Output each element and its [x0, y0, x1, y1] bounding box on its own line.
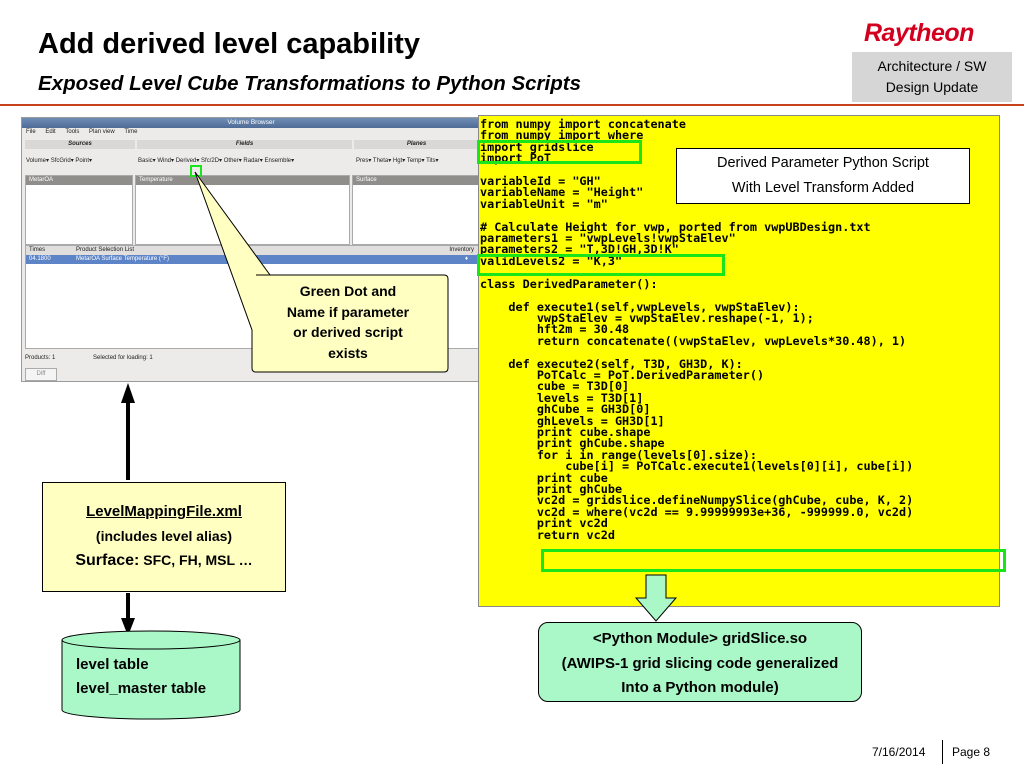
volume-browser-menubar: File Edit Tools Plan view Time [22, 129, 480, 138]
volume-browser-status: Products: 1 Selected for loading: 1 [25, 353, 479, 363]
header-divider [0, 104, 1024, 106]
diff-button[interactable]: Diff [25, 368, 57, 381]
planes-header: Planes [354, 140, 479, 149]
architecture-badge-line1: Architecture / SW [877, 58, 987, 74]
down-arrow [121, 593, 135, 636]
callout-line1: Green Dot and [299, 283, 397, 299]
product-column-header: Product Selection List [76, 247, 135, 253]
python-module-box: <Python Module> gridSlice.so (AWIPS-1 gr… [538, 622, 862, 702]
field-panel-label: Temperature [136, 176, 349, 185]
callout-line4: exists [328, 344, 368, 361]
callout-line3: or derived script [293, 324, 403, 340]
parameters2-highlight [477, 254, 725, 276]
callout-text: Green Dot and Name if parameter or deriv… [258, 281, 438, 363]
slide-title: Add derived level capability [38, 28, 420, 60]
surface-values: SFC, FH, MSL … [143, 552, 253, 568]
field-panel[interactable]: Temperature [135, 175, 350, 245]
selected-count: 1 [149, 355, 153, 361]
volume-browser-titlebar: Volume Browser [22, 118, 480, 128]
level-mapping-subtitle: (includes level alias) [95, 528, 233, 544]
source-panel[interactable]: MetarOA [25, 175, 133, 245]
define-numpy-slice-highlight [541, 549, 1006, 572]
callout-line2: Name if parameter [286, 303, 410, 320]
row-time: 04.1800 [29, 256, 51, 262]
field-dropdowns[interactable]: Basic▾ Wind▾ Derived▾ Sfc/2D▾ Other▾ Rad… [138, 158, 295, 164]
products-label: Products: [25, 355, 51, 361]
fields-header: Fields [137, 140, 352, 149]
level-mapping-file-box: LevelMappingFile.xml (includes level ali… [42, 482, 286, 592]
raytheon-logo: Raytheon [864, 19, 974, 47]
slide-subtitle: Exposed Level Cube Transformations to Py… [38, 72, 581, 95]
products-count: 1 [52, 355, 56, 361]
times-column-header: Times [29, 247, 46, 253]
footer-separator [942, 740, 943, 764]
database-line1: level table [76, 656, 149, 673]
callout-bubble [194, 171, 449, 373]
database-line2: level_master table [76, 680, 207, 697]
row-product: MetarOA Surface Temperature (°F) [76, 256, 169, 262]
plane-dropdowns[interactable]: Pres▾ Theta▾ Hgt▾ Temp▾ Tits▾ [356, 158, 439, 164]
menu-plan-view[interactable]: Plan view [89, 129, 115, 135]
menu-time[interactable]: Time [124, 129, 138, 135]
architecture-badge-line2: Design Update [885, 79, 979, 95]
derived-label-line2: With Level Transform Added [731, 180, 915, 196]
menu-file[interactable]: File [26, 129, 36, 135]
surface-label: Surface: [75, 552, 140, 569]
row-inventory: ♦ [464, 256, 468, 262]
database-cylinder [61, 630, 241, 720]
derived-parameter-label: Derived Parameter Python Script With Lev… [676, 148, 970, 204]
source-dropdowns[interactable]: Volume▾ SfcGrid▾ Point▾ [26, 158, 93, 164]
sources-header: Sources [25, 140, 135, 149]
up-arrow [121, 383, 135, 480]
selected-label: Selected for loading: [93, 355, 148, 361]
menu-edit[interactable]: Edit [45, 129, 56, 135]
plane-panel-label: Surface [353, 176, 478, 185]
module-arrow [634, 574, 678, 622]
python-module-line1: <Python Module> gridSlice.so [592, 630, 808, 647]
source-panel-label: MetarOA [26, 176, 132, 185]
architecture-badge: Architecture / SW Design Update [852, 52, 1012, 102]
footer-page-number: Page 8 [952, 745, 991, 759]
database-text: level table level_master table [76, 653, 206, 701]
inventory-column-header: Inventory [449, 247, 474, 253]
menu-tools[interactable]: Tools [65, 129, 80, 135]
python-module-line2: (AWIPS-1 grid slicing code generalized [561, 654, 839, 672]
level-mapping-surface: Surface: SFC, FH, MSL … [43, 552, 285, 570]
derived-label-line1: Derived Parameter Python Script [717, 155, 929, 171]
plane-panel[interactable]: Surface [352, 175, 479, 245]
footer-date: 7/16/2014 [872, 745, 926, 759]
level-mapping-title: LevelMappingFile.xml [86, 503, 242, 520]
import-gridslice-highlight [477, 140, 642, 164]
python-module-line3: Into a Python module) [621, 679, 779, 696]
